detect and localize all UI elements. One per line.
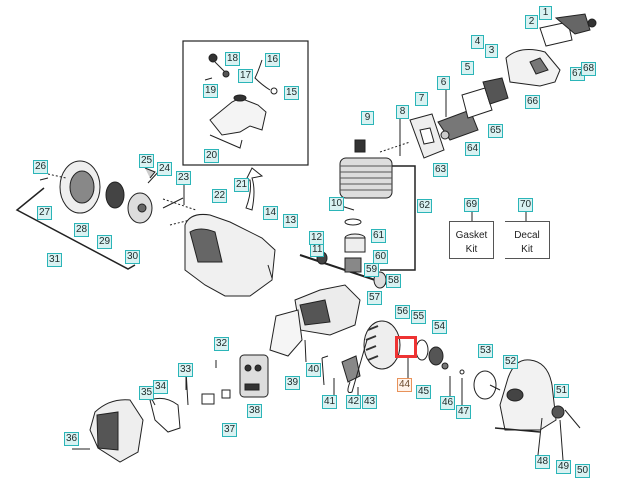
part-label-20[interactable]: 20: [204, 149, 220, 163]
part-label-2[interactable]: 2: [525, 15, 538, 29]
gasket-5-part: [461, 87, 493, 119]
part-label-23[interactable]: 23: [176, 171, 192, 185]
part-label-63[interactable]: 63: [433, 163, 449, 177]
arrow-to-inset: [245, 167, 264, 211]
part-label-21[interactable]: 21: [234, 178, 250, 192]
part-label-18[interactable]: 18: [225, 52, 241, 66]
part-label-45[interactable]: 45: [416, 385, 432, 399]
part-label-27[interactable]: 27: [37, 206, 53, 220]
part-label-34[interactable]: 34: [153, 380, 169, 394]
part-label-30[interactable]: 30: [125, 250, 141, 264]
part-label-53[interactable]: 53: [478, 344, 494, 358]
part-label-10[interactable]: 10: [329, 197, 345, 211]
part-label-3[interactable]: 3: [485, 44, 498, 58]
part-label-65[interactable]: 65: [488, 124, 504, 138]
part-label-36[interactable]: 36: [64, 432, 80, 446]
part-label-8[interactable]: 8: [396, 105, 409, 119]
part-label-38[interactable]: 38: [247, 404, 263, 418]
part-label-32[interactable]: 32: [214, 337, 230, 351]
part-label-54[interactable]: 54: [432, 320, 448, 334]
part-label-68[interactable]: 68: [581, 62, 597, 76]
part-label-51[interactable]: 51: [554, 384, 570, 398]
part-label-60[interactable]: 60: [373, 250, 389, 264]
part-label-16[interactable]: 16: [265, 53, 281, 67]
part-label-11[interactable]: 11: [310, 243, 325, 257]
part-label-28[interactable]: 28: [74, 223, 90, 237]
part-label-49[interactable]: 49: [556, 460, 572, 474]
fuel-tank-inset-box: [182, 40, 309, 166]
part-label-52[interactable]: 52: [503, 355, 519, 369]
part-label-58[interactable]: 58: [386, 274, 402, 288]
part-label-33[interactable]: 33: [178, 363, 194, 377]
part-label-15[interactable]: 15: [284, 86, 300, 100]
part-label-69[interactable]: 69: [464, 198, 480, 212]
part-label-39[interactable]: 39: [285, 376, 301, 390]
part-label-56[interactable]: 56: [395, 305, 411, 319]
part-label-19[interactable]: 19: [203, 84, 219, 98]
part-label-26[interactable]: 26: [33, 160, 49, 174]
clutch-drum-part: [473, 370, 497, 400]
throttle-handle-part: [239, 354, 269, 398]
part-label-35[interactable]: 35: [139, 386, 155, 400]
part-label-31[interactable]: 31: [47, 253, 63, 267]
handle-bracket-part: [269, 309, 303, 357]
part-label-42[interactable]: 42: [346, 395, 362, 409]
part-label-48[interactable]: 48: [535, 455, 551, 469]
part-label-44-selected[interactable]: 44: [397, 378, 413, 392]
pulley-part: [105, 181, 125, 209]
part-label-47[interactable]: 47: [456, 405, 472, 419]
part-label-66[interactable]: 66: [525, 95, 541, 109]
part-label-6[interactable]: 6: [437, 76, 450, 90]
part-label-12[interactable]: 12: [309, 231, 325, 245]
ignition-module-part: [341, 355, 361, 383]
part-label-55[interactable]: 55: [411, 310, 427, 324]
part-label-37[interactable]: 37: [222, 423, 238, 437]
part-label-7[interactable]: 7: [415, 92, 428, 106]
clutch-plate-part: [415, 339, 429, 361]
part-label-70[interactable]: 70: [518, 198, 534, 212]
fuel-cap-part: [208, 53, 218, 63]
part-label-22[interactable]: 22: [212, 189, 228, 203]
part-label-4[interactable]: 4: [471, 35, 484, 49]
part-label-5[interactable]: 5: [461, 61, 474, 75]
part-label-9[interactable]: 9: [361, 111, 374, 125]
part-label-43[interactable]: 43: [362, 395, 378, 409]
air-filter-base-part: [482, 77, 509, 105]
part-label-13[interactable]: 13: [283, 214, 299, 228]
part-label-41[interactable]: 41: [322, 395, 338, 409]
filter-element-part: [539, 21, 573, 47]
part-label-57[interactable]: 57: [367, 291, 383, 305]
part-label-1[interactable]: 1: [539, 6, 552, 20]
part-label-64[interactable]: 64: [465, 142, 481, 156]
part-label-59[interactable]: 59: [364, 263, 380, 277]
selected-part-highlight: [395, 336, 417, 358]
part-label-29[interactable]: 29: [97, 235, 113, 249]
part-label-40[interactable]: 40: [306, 363, 322, 377]
part-label-14[interactable]: 14: [263, 206, 279, 220]
part-label-61[interactable]: 61: [371, 229, 387, 243]
part-label-62[interactable]: 62: [417, 199, 433, 213]
part-label-46[interactable]: 46: [440, 396, 456, 410]
part-label-24[interactable]: 24: [157, 162, 173, 176]
fuel-tank-part: [209, 97, 267, 136]
part-label-25[interactable]: 25: [139, 154, 155, 168]
part-label-50[interactable]: 50: [575, 464, 591, 478]
part-label-17[interactable]: 17: [238, 69, 254, 83]
